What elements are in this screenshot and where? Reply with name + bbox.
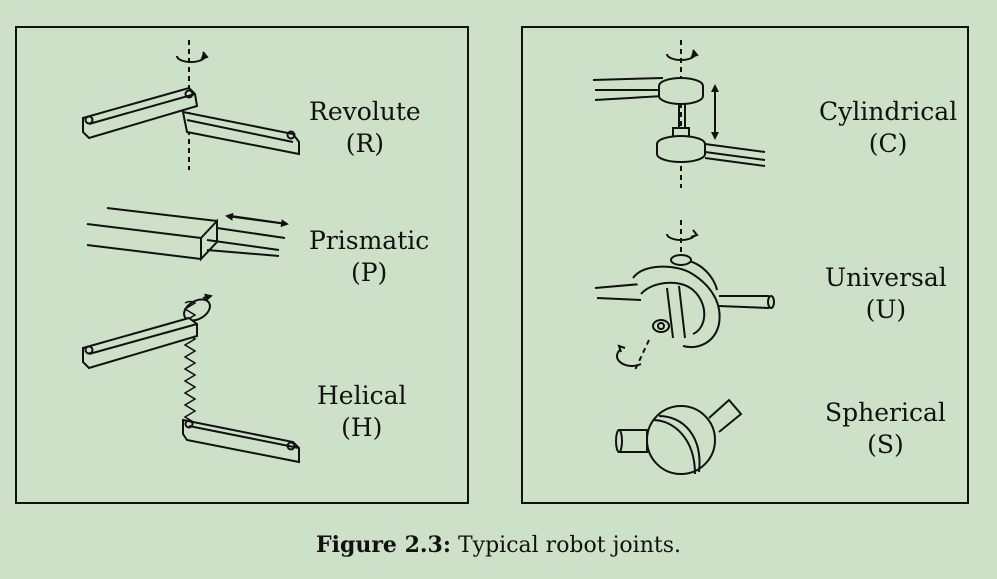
left-panel-drawings: [82, 40, 300, 464]
figure-caption-text: Typical robot joints.: [457, 533, 681, 558]
left-panel: Revolute (R) Prismatic (P) Helical (H): [15, 26, 469, 504]
universal-abbr: (U): [865, 295, 907, 324]
spherical-abbr: (S): [867, 430, 904, 459]
spherical-name: Spherical: [825, 398, 946, 427]
right-panel-drawings: [592, 40, 775, 475]
helical-label: Helical (H): [317, 380, 407, 444]
helical-name: Helical: [317, 381, 407, 410]
figure-caption: Figure 2.3: Typical robot joints.: [0, 532, 997, 558]
revolute-name: Revolute: [309, 97, 421, 126]
spherical-joint-drawing: [615, 398, 743, 475]
figure-caption-label: Figure 2.3:: [315, 532, 451, 558]
cylindrical-joint-drawing: [592, 40, 766, 188]
cylindrical-label: Cylindrical (C): [819, 96, 957, 160]
universal-joint-drawing: [594, 220, 775, 371]
helical-abbr: (H): [341, 413, 383, 442]
universal-label: Universal (U): [825, 262, 947, 326]
cylindrical-name: Cylindrical: [819, 97, 958, 126]
right-panel: Cylindrical (C) Universal (U) Spherical …: [521, 26, 969, 504]
revolute-label: Revolute (R): [309, 96, 421, 160]
prismatic-joint-drawing: [86, 207, 289, 262]
prismatic-abbr: (P): [350, 258, 388, 287]
revolute-joint-drawing: [82, 40, 300, 170]
universal-name: Universal: [825, 263, 947, 292]
prismatic-label: Prismatic (P): [309, 225, 429, 289]
cylindrical-abbr: (C): [868, 129, 908, 158]
helical-joint-drawing: [82, 293, 300, 464]
prismatic-name: Prismatic: [309, 226, 430, 255]
spherical-label: Spherical (S): [825, 397, 946, 461]
revolute-abbr: (R): [345, 129, 385, 158]
